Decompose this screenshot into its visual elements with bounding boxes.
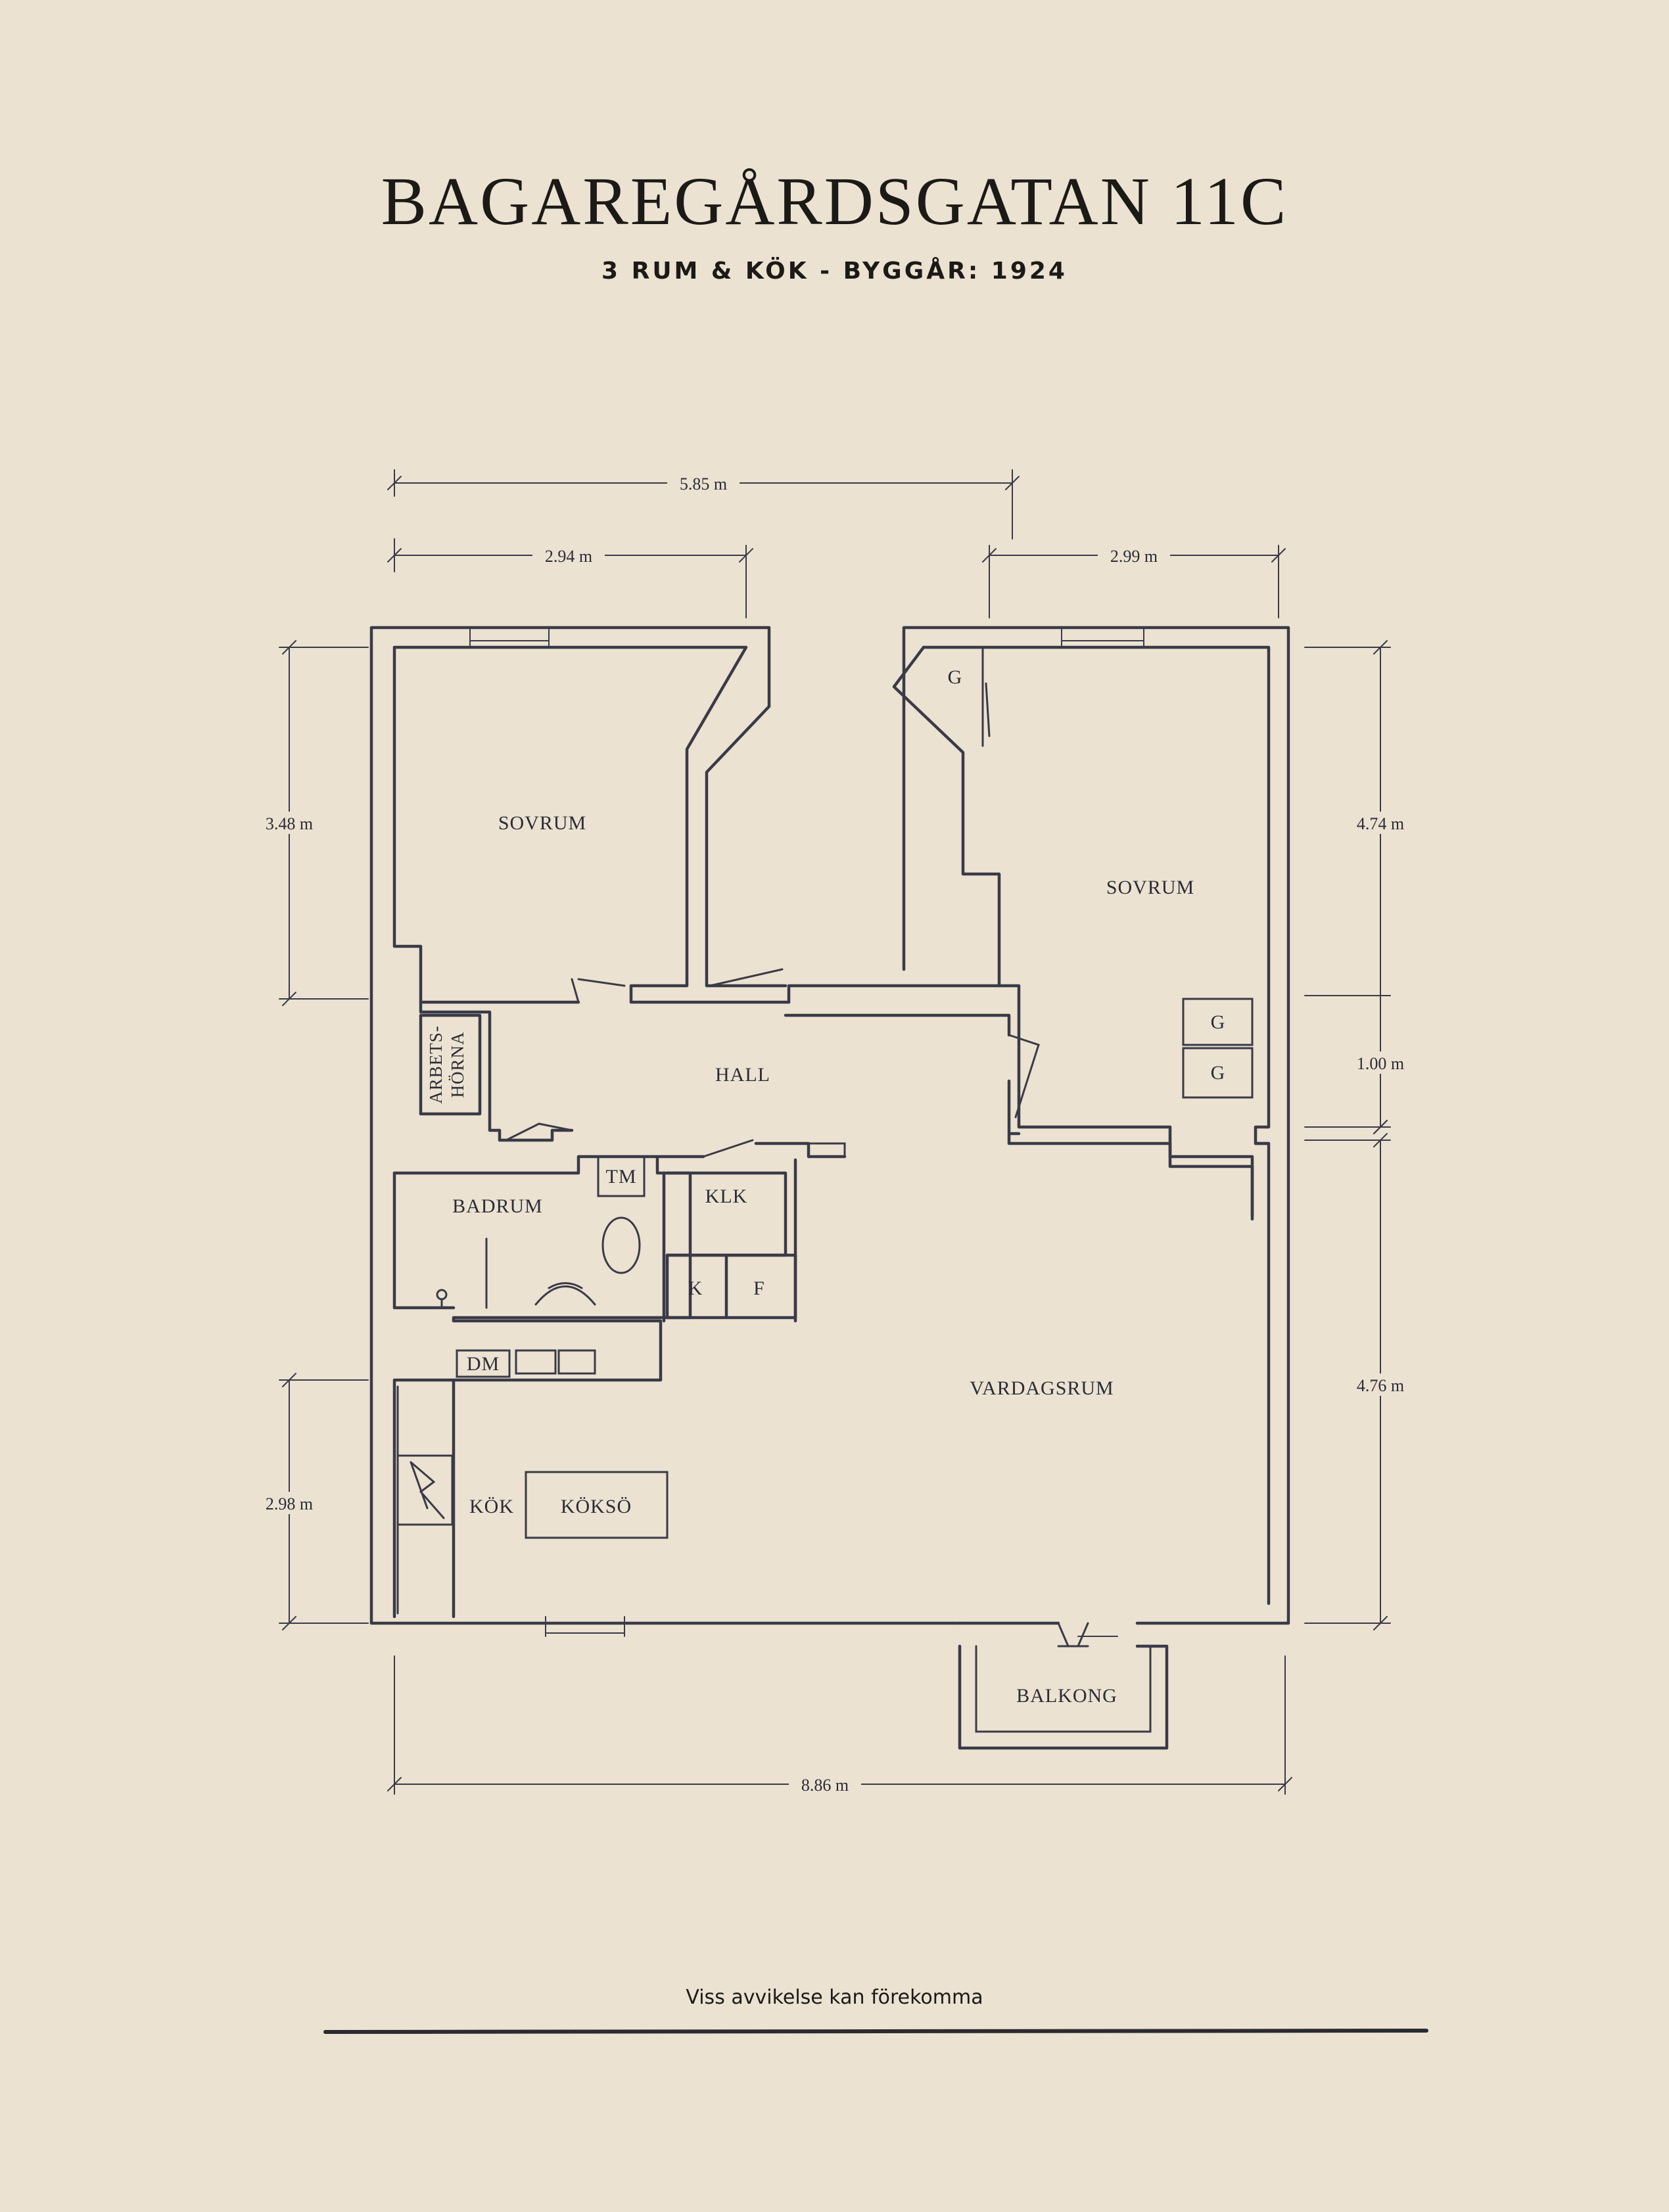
door-sovrum-right [1008,1034,1040,1118]
stove-symbol [410,1461,445,1519]
door-hall-sovrum-right [709,968,784,987]
label-g-mid2: G [1211,1062,1226,1084]
sovrum-left-inner-west [392,645,580,1004]
window-kitchen [545,1616,625,1637]
page-subtitle: 3 RUM & KÖK - BYGGÅR: 1924 [601,258,1068,285]
label-tm: TM [606,1166,637,1187]
sovrum-right-inner-west [892,645,1172,1129]
washbasin [534,1282,596,1306]
footer-rule [323,2029,1428,2034]
wardrobe-g-top [922,646,991,747]
badrum-walls [392,1155,692,1619]
dim-right-lower: 4.76 m [1357,1376,1404,1395]
dimension-lines [279,469,1391,1795]
dim-top-total: 5.85 m [680,474,727,494]
room-labels: SOVRUM SOVRUM HALL ARBETS- HÖRNA BADRUM … [426,666,1225,1707]
label-arbets-line1: ARBETS- [426,1025,446,1104]
dim-left-lower: 2.98 m [266,1494,313,1513]
sovrum-right-inner [922,645,1271,1605]
balkong-outer [958,1644,1169,1750]
dim-line-right-upper [1304,640,1391,1134]
openings [410,627,1254,1647]
label-f: F [753,1278,765,1299]
dimension-labels: 5.85 m 2.94 m 2.99 m 3.48 m 2.98 m 4.74 … [253,472,1417,1795]
label-sovrum-left: SOVRUM [498,812,586,834]
outer-wall-right [902,626,1290,1625]
label-balkong: BALKONG [1016,1685,1117,1707]
window-sovrum-right [1061,627,1144,648]
window-sovrum-left [469,627,550,648]
toilet [601,1216,641,1274]
vardagsrum-east-notch [1007,1132,1254,1218]
label-kokso: KÖKSÖ [561,1496,632,1517]
outer-wall-left [369,626,962,1625]
label-klk: KLK [705,1186,748,1207]
sovrum-right-lower [784,984,1021,1136]
kitchen-counter-west [392,1378,456,1619]
label-vardagsrum: VARDAGSRUM [970,1377,1114,1399]
page-title: BAGAREGÅRDSGATAN 11C [381,164,1288,239]
dim-left-upper: 3.48 m [266,814,313,833]
walls [369,626,1290,1750]
label-g-top: G [948,666,963,688]
hall-radiator [807,1142,846,1158]
label-arbets-line2: HÖRNA [448,1031,467,1097]
dim-bottom-total: 8.86 m [801,1776,849,1795]
arbetshorna-box [419,1013,482,1116]
hall-south-wall [655,1141,847,1159]
dim-right-middle: 1.00 m [1357,1054,1404,1073]
label-sovrum-right: SOVRUM [1106,877,1194,898]
label-hall: HALL [715,1064,770,1086]
stove-box [396,1454,454,1526]
label-dm: DM [467,1353,500,1375]
label-kok: KÖK [469,1496,514,1517]
label-g-mid1: G [1211,1011,1226,1033]
sink-box [515,1349,596,1375]
door-badrum [505,1122,573,1141]
wardrobe-g1-box [1182,998,1254,1046]
tm-box [597,1155,646,1197]
disclaimer-text: Viss avvikelse kan förekomma [686,1986,983,2009]
shower-rail [440,1237,488,1309]
wardrobe-g2-box [1182,1047,1254,1099]
label-k: K [688,1278,703,1299]
balkong-inner [975,1645,1152,1733]
door-sovrum-left [571,978,626,1003]
koksö-island [525,1471,669,1539]
hall-west-wall [419,1000,574,1142]
dim-top-left: 2.94 m [545,547,592,566]
sovrum-left-inner [392,645,791,1004]
door-balkong [1057,1622,1089,1647]
badrum-west [392,1171,456,1310]
shower-head [436,1289,448,1301]
kf-box [665,1253,797,1320]
dim-right-upper: 4.74 m [1357,814,1404,833]
door-klk [702,1139,754,1158]
wardrobe-step [1168,1125,1271,1221]
klk-walls [662,1158,797,1323]
label-badrum: BADRUM [452,1195,543,1217]
dim-top-right: 2.99 m [1110,547,1158,566]
dm-box [456,1349,511,1378]
